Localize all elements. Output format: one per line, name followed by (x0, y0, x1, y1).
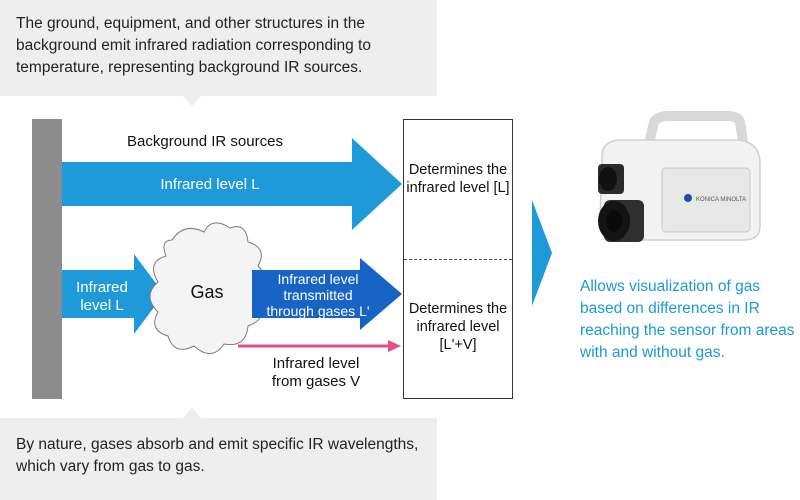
camera-caption: Allows visualization of gas based on dif… (580, 278, 795, 361)
transmitted-ir-arrow (252, 258, 402, 330)
transmitted-ir-arrow-label: Infrared level transmitted through gases… (266, 271, 370, 319)
detector-divider (404, 259, 512, 260)
source-ir-arrow-label: Infrared level L (76, 279, 128, 314)
source-ir-arrow (62, 254, 164, 334)
gas-emission-label: Infrared level from gases V (271, 355, 361, 390)
gas-emission-arrow-head (388, 340, 401, 352)
detector-box: Determines the infrared level [L] Determ… (403, 119, 513, 399)
chevron-right-icon (532, 200, 552, 306)
background-callout-pointer (183, 96, 201, 106)
gas-label: Gas (190, 282, 224, 302)
detector-upper-label: Determines the infrared level [L] (406, 162, 510, 196)
gas-callout-pointer (183, 408, 201, 418)
gas-cloud (149, 222, 267, 354)
detector-lower-label: Determines the infrared level [L'+V] (408, 301, 508, 353)
camera-brand: KONICA MINOLTA (696, 197, 746, 203)
gas-callout: By nature, gases absorb and emit specifi… (0, 418, 437, 500)
background-ir-arrow-label: Infrared level L (160, 176, 260, 193)
background-wall (32, 119, 62, 399)
background-ir-arrow (62, 138, 402, 230)
background-ir-title: Background IR sources (127, 133, 283, 150)
camera-icon: KONICA MINOLTA (598, 111, 761, 242)
background-callout: The ground, equipment, and other structu… (0, 0, 437, 96)
gas-callout-text: By nature, gases absorb and emit specifi… (16, 436, 419, 475)
background-callout-text: The ground, equipment, and other structu… (16, 15, 371, 76)
